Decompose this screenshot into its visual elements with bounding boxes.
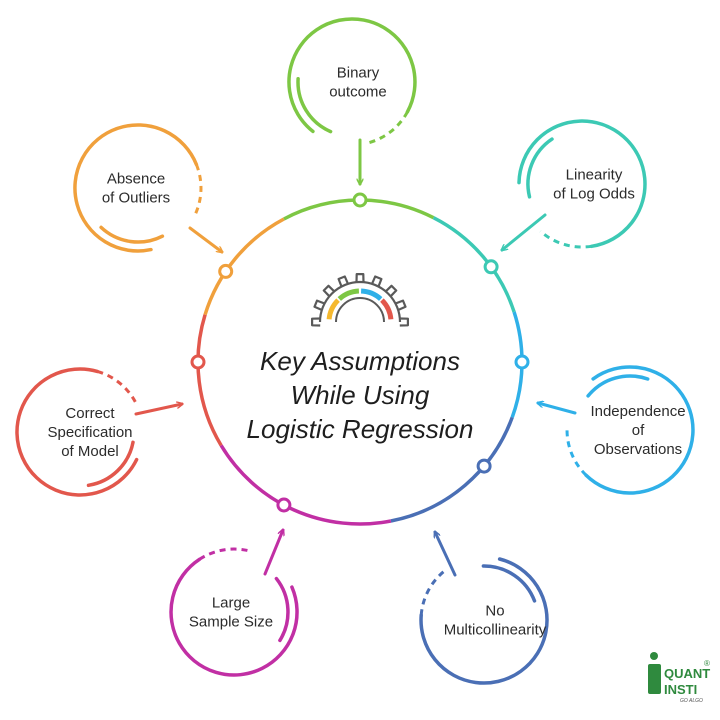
connector-arrow-absence-of-outliers xyxy=(188,226,222,252)
logo-text-top: QUANT xyxy=(664,666,710,681)
gear-outline xyxy=(318,280,402,323)
ring-anchor-absence-of-outliers xyxy=(218,263,234,279)
node-ring-large-sample-size xyxy=(169,557,299,677)
gear-inner xyxy=(335,297,385,323)
ring-anchor-large-sample-size xyxy=(276,497,292,513)
ring-anchor-binary-outcome xyxy=(352,192,368,208)
node-swoosh-large-sample-size xyxy=(274,576,290,643)
node-swoosh-independence-of-observations xyxy=(586,374,650,398)
center-content: Key Assumptions While Using Logistic Reg… xyxy=(247,273,474,444)
quantinsti-logo: QUANT INSTI GO ALGO ® xyxy=(648,652,710,704)
node-label-correct-specification-of-model-2: Specification xyxy=(47,424,132,441)
title-line-1: Key Assumptions xyxy=(260,346,460,376)
connectors xyxy=(134,138,577,577)
node-ring-absence-of-outliers xyxy=(73,123,199,253)
connector-arrow-large-sample-size xyxy=(263,530,283,576)
node-ring-binary-outcome xyxy=(287,17,417,134)
node-label-binary-outcome-2: outcome xyxy=(329,84,387,101)
node-linearity-of-log-odds: Linearity of Log Odds xyxy=(517,119,647,249)
gear-color-arc-4 xyxy=(380,298,394,320)
node-dashed-independence-of-observations xyxy=(565,425,588,477)
ring-segment-correct-specification-of-model xyxy=(196,314,223,447)
node-label-large-sample-size-1: Large xyxy=(212,595,250,612)
node-ring-independence-of-observations xyxy=(584,365,695,495)
node-label-independence-of-observations-2: of xyxy=(632,422,645,439)
logo-registered: ® xyxy=(704,659,710,668)
gear-color-arc-2 xyxy=(337,288,360,301)
node-ring-no-multicollinearity xyxy=(419,557,549,685)
connector-arrow-correct-specification-of-model xyxy=(134,404,182,416)
node-swoosh-absence-of-outliers xyxy=(99,225,165,244)
ring-segment-absence-of-outliers xyxy=(203,217,285,316)
logo-tagline: GO ALGO xyxy=(680,698,703,704)
connector-arrow-no-multicollinearity xyxy=(435,532,457,577)
node-dashed-correct-specification-of-model xyxy=(96,369,139,407)
node-label-independence-of-observations-3: Observations xyxy=(594,441,682,458)
connector-arrow-independence-of-observations xyxy=(538,403,577,415)
ring-anchor-no-multicollinearity xyxy=(476,458,492,474)
node-binary-outcome: Binary outcome xyxy=(287,17,417,146)
ring-segment-linearity-of-log-odds xyxy=(432,216,516,313)
node-dashed-linearity-of-log-odds xyxy=(539,230,592,249)
ring-segment-no-multicollinearity xyxy=(390,416,514,523)
node-dashed-no-multicollinearity xyxy=(419,567,449,616)
node-label-no-multicollinearity-2: Multicollinearity xyxy=(444,622,547,639)
ring-segment-large-sample-size xyxy=(219,444,392,526)
logo-text-bottom: INSTI xyxy=(664,682,697,697)
node-ring-linearity-of-log-odds xyxy=(517,119,647,249)
node-absence-of-outliers: Absence of Outliers xyxy=(73,123,203,253)
node-swoosh-binary-outcome xyxy=(296,77,333,134)
title-line-3: Logistic Regression xyxy=(247,414,474,444)
logo-mark-icon xyxy=(648,664,661,694)
gear-icon xyxy=(311,273,409,327)
ring-anchor-linearity-of-log-odds xyxy=(483,259,499,275)
node-dashed-binary-outcome xyxy=(364,111,409,146)
node-label-absence-of-outliers-2: of Outliers xyxy=(102,190,170,207)
node-label-large-sample-size-2: Sample Size xyxy=(189,614,273,631)
node-swoosh-no-multicollinearity xyxy=(481,564,537,603)
node-dashed-absence-of-outliers xyxy=(192,163,203,219)
connector-arrow-linearity-of-log-odds xyxy=(502,213,547,250)
node-label-correct-specification-of-model-1: Correct xyxy=(65,405,115,422)
node-dashed-large-sample-size xyxy=(198,547,253,561)
node-swoosh-linearity-of-log-odds xyxy=(526,137,554,199)
title-line-2: While Using xyxy=(291,380,430,410)
node-label-linearity-of-log-odds-1: Linearity xyxy=(566,167,623,184)
node-label-linearity-of-log-odds-2: of Log Odds xyxy=(553,186,635,203)
node-label-independence-of-observations-1: Independence xyxy=(590,403,685,420)
ring-anchor-correct-specification-of-model xyxy=(190,354,206,370)
gear-color-arc-1 xyxy=(326,298,340,320)
center-ring xyxy=(190,192,530,526)
ring-anchor-independence-of-observations xyxy=(514,354,530,370)
logo-dot-icon xyxy=(650,652,658,660)
gear-color-arc-3 xyxy=(360,288,383,301)
node-label-binary-outcome-1: Binary xyxy=(337,65,380,82)
node-label-correct-specification-of-model-3: of Model xyxy=(61,443,119,460)
node-label-no-multicollinearity-1: No xyxy=(485,603,504,620)
node-label-absence-of-outliers-1: Absence xyxy=(107,171,165,188)
node-swoosh-correct-specification-of-model xyxy=(86,440,135,488)
node-ring-correct-specification-of-model xyxy=(15,367,139,497)
gear-teeth xyxy=(311,273,409,327)
